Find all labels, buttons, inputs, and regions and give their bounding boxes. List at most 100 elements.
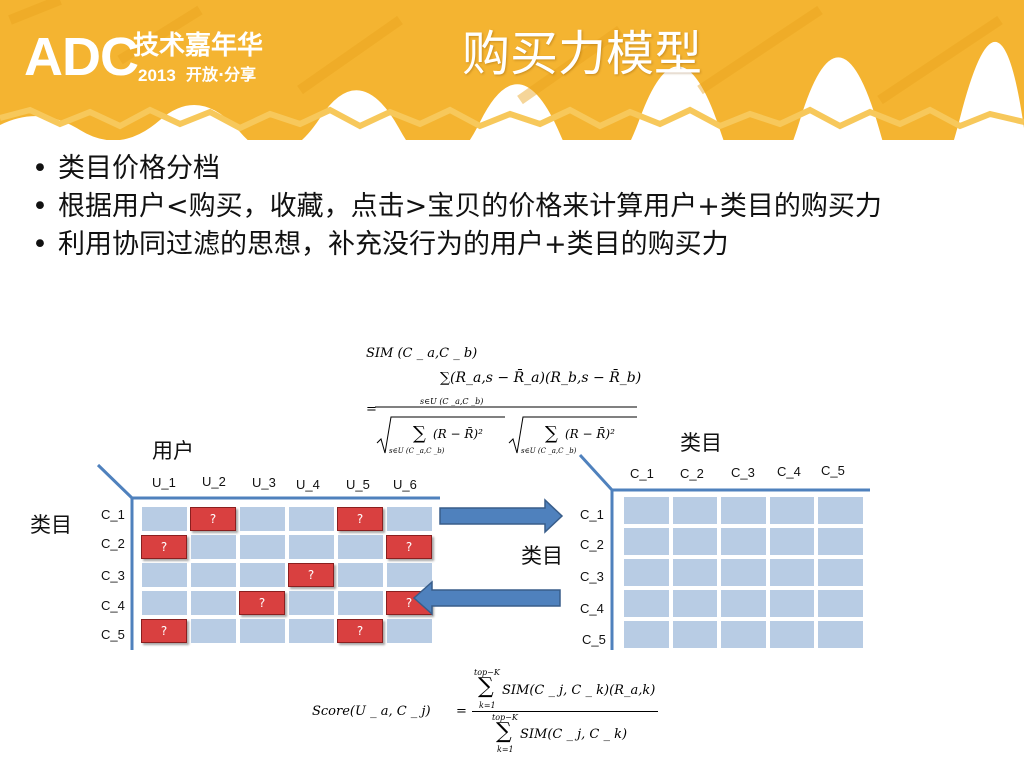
formula-score-lhs: Score(U _ a, C _ j) [312,704,431,719]
matrix-cell [287,505,336,533]
matrix-cell [719,495,768,526]
row-header-c2-right: C_2 [580,537,604,552]
matrix-cell [816,526,865,557]
matrix-cell [719,619,768,650]
arrow-left-icon [412,580,561,616]
column-header-c5: C_5 [821,463,845,478]
formula-score-sum-symbol: ∑ [478,674,494,699]
logo-adc: ADC [24,27,139,87]
matrix-cell [287,617,336,645]
matrix-cell [622,526,671,557]
axis-label-categories-left: 类目 [30,513,72,537]
svg-text:(R − R̄)²: (R − R̄)² [565,426,615,441]
matrix-cell [622,619,671,650]
svg-text:∑: ∑ [545,423,558,444]
matrix-cell [767,526,817,557]
matrix-cell [767,495,817,526]
matrix-cell [719,526,768,557]
formula-score-den-sum-top: top−K [492,713,518,722]
column-header-u5: U_5 [346,477,370,492]
formula-sim-numerator: ∑(R_a,s − R̄_a)(R_b,s − R̄_b) [440,370,642,386]
row-header-c2: C_2 [101,536,125,551]
bullet-item: 类目价格分档 [30,150,1005,188]
unknown-value-cell: ? [141,535,187,559]
matrix-cell [385,617,434,645]
unknown-value-cell: ? [239,591,285,615]
axis-label-categories-top: 类目 [680,431,722,455]
column-header-c2: C_2 [680,466,704,481]
matrix-cell [719,588,768,619]
matrix-cell [336,561,385,589]
unknown-value-cell: ? [288,563,334,587]
slide-title: 购买力模型 [462,26,703,82]
matrix-cell [140,589,189,617]
formula-equals-sign: = [366,402,377,417]
row-header-c3-right: C_3 [580,569,604,584]
matrix-cell [622,588,671,619]
matrix-cell [816,557,865,588]
matrix-cell [140,505,189,533]
svg-text:s∈U (C _a,C _b): s∈U (C _a,C _b) [521,447,577,455]
formula-score-den-sum-bottom: k=1 [497,745,514,754]
matrix-cell [287,589,336,617]
matrix-cell [189,533,238,561]
formula-score-denominator: SIM(C _ j, C _ k) [520,727,628,742]
column-header-u1: U_1 [152,475,176,490]
matrix-cell [189,617,238,645]
column-header-u4: U_4 [296,477,320,492]
unknown-value-cell: ? [386,535,432,559]
matrix-cell [238,533,287,561]
matrix-cell [336,589,385,617]
matrix-cell [719,557,768,588]
svg-text:∑: ∑ [413,423,426,444]
row-header-c4-right: C_4 [580,601,604,616]
column-header-u6: U_6 [393,477,417,492]
matrix-cell [622,495,671,526]
matrix-cell [670,495,720,526]
bullet-item: 根据用户<购买，收藏，点击>宝贝的价格来计算用户+类目的购买力 [30,188,1005,226]
formula-score-numerator: SIM(C _ j, C _ k)(R_a,k) [502,683,656,698]
formula-sim-denominator: ∑ (R − R̄)² ∑ (R − R̄)² s∈U (C _a,C _b) … [375,406,637,455]
matrix-cell [767,619,817,650]
column-header-u3: U_3 [252,475,276,490]
row-header-c5-right: C_5 [582,632,606,647]
matrix-cell [238,561,287,589]
matrix-cell [670,588,720,619]
matrix-cell [189,589,238,617]
logo-subtitle: 技术嘉年华 [133,31,264,61]
unknown-value-cell: ? [337,619,383,643]
axis-label-categories-right: 类目 [521,544,563,568]
logo-year: 2013 [138,66,176,85]
matrix-cell [336,533,385,561]
row-header-c5: C_5 [101,627,125,642]
matrix-cell [816,588,865,619]
matrix-cell [189,561,238,589]
slide-header: ADC 技术嘉年华 2013 开放·分享 购买力模型 [0,0,1024,140]
matrix-cell [670,526,720,557]
matrix-cell [140,561,189,589]
matrix-cell [670,557,720,588]
column-header-c3: C_3 [731,465,755,480]
arrow-right-icon [439,498,564,534]
formula-score-fraction-bar [472,711,658,712]
unknown-value-cell: ? [141,619,187,643]
column-header-c4: C_4 [777,464,801,479]
formula-score-den-sum-symbol: ∑ [496,719,512,744]
header-scribble-decoration [0,0,1024,140]
matrix-cell [816,495,865,526]
matrix-cell [767,557,817,588]
column-header-u2: U_2 [202,474,226,489]
svg-text:s∈U (C _a,C _b): s∈U (C _a,C _b) [389,447,445,455]
row-header-c3: C_3 [101,568,125,583]
formula-sim-lhs: SIM (C _ a,C _ b) [366,346,478,361]
svg-text:(R − R̄)²: (R − R̄)² [433,426,483,441]
unknown-value-cell: ? [190,507,236,531]
matrix-cell [385,505,434,533]
bullet-item: 利用协同过滤的思想，补充没行为的用户+类目的购买力 [30,226,1005,264]
matrix-cell [238,505,287,533]
column-header-c1: C_1 [630,466,654,481]
bullet-list: 类目价格分档 根据用户<购买，收藏，点击>宝贝的价格来计算用户+类目的购买力 利… [30,150,1005,264]
formula-score-sum-bottom: k=1 [479,701,496,710]
axis-label-users: 用户 [152,439,194,463]
